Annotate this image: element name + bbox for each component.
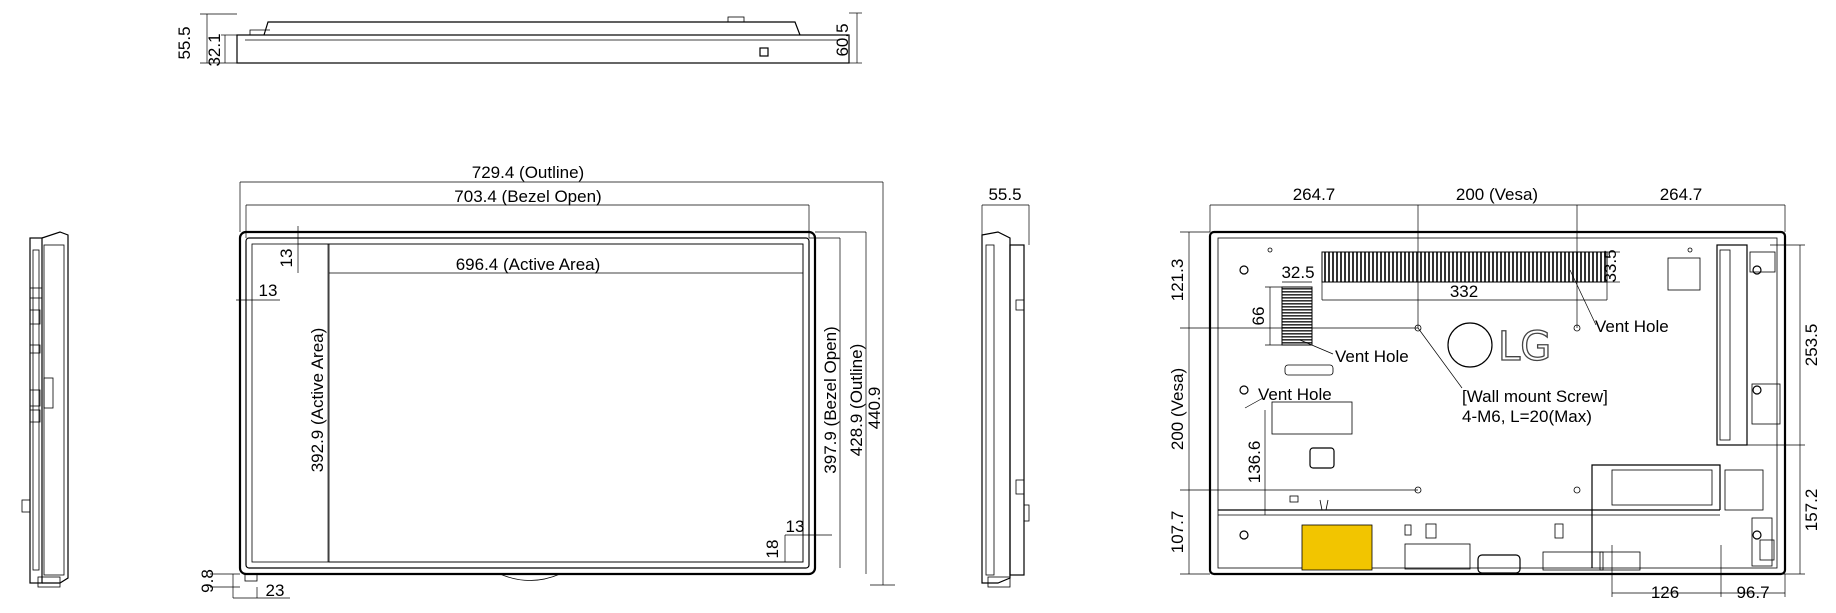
rear-bottom-offset-label: 107.7 [1168, 511, 1187, 554]
rear-right-lower-label: 157.2 [1802, 489, 1821, 532]
outline-width-label: 729.4 (Outline) [472, 163, 584, 182]
bottom-a-label: 126 [1651, 583, 1679, 602]
side-depth-label: 55.5 [988, 185, 1021, 204]
vent-left-width-label: 32.5 [1281, 263, 1314, 282]
total-height-label: 440.9 [865, 387, 884, 430]
lg-logo: LG [1498, 324, 1551, 370]
bezel-top-label: 13 [277, 249, 296, 268]
bottom-b-label: 96.7 [1736, 583, 1769, 602]
front-view: 729.4 (Outline) 703.4 (Bezel Open) 696.4… [198, 163, 895, 600]
wall-mount-title: [Wall mount Screw] [1462, 387, 1608, 406]
rear-view: LG [1168, 185, 1821, 602]
stand-height-label: 9.8 [198, 569, 217, 593]
bezel-right-label: 13 [786, 517, 805, 536]
outline-height-label: 428.9 (Outline) [847, 344, 866, 456]
rear-vesa-h-label: 200 (Vesa) [1456, 185, 1538, 204]
vent-lower-height-label: 136.6 [1245, 441, 1264, 484]
top-depth-total-label: 55.5 [175, 26, 194, 59]
vent-hole-label-left: Vent Hole [1335, 347, 1409, 366]
bezel-left-label: 13 [259, 281, 278, 300]
bezel-bottom-label: 18 [763, 540, 782, 559]
vent-hole-label-lower: Vent Hole [1258, 385, 1332, 404]
rear-right-upper-label: 253.5 [1802, 324, 1821, 367]
rear-left-offset-label: 264.7 [1293, 185, 1336, 204]
top-view: 55.5 32.1 60.5 [175, 12, 862, 67]
active-width-label: 696.4 (Active Area) [456, 255, 601, 274]
left-side-view [21, 231, 69, 588]
active-height-label: 392.9 (Active Area) [308, 328, 327, 473]
rear-vesa-v-label: 200 (Vesa) [1168, 368, 1187, 450]
rear-right-offset-label: 264.7 [1660, 185, 1703, 204]
right-side-view: 55.5 [981, 185, 1030, 588]
stand-offset-label: 23 [266, 581, 285, 600]
vent-hole-label-right: Vent Hole [1595, 317, 1669, 336]
top-depth-body-label: 32.1 [205, 33, 224, 66]
bezel-open-width-label: 703.4 (Bezel Open) [454, 187, 601, 206]
bezel-open-height-label: 397.9 (Bezel Open) [821, 326, 840, 473]
wall-mount-spec: 4-M6, L=20(Max) [1462, 407, 1592, 426]
top-depth-right-label: 60.5 [833, 23, 852, 56]
vent-left-height-label: 66 [1249, 307, 1268, 326]
vent-top-height-label: 33.5 [1601, 249, 1620, 282]
vent-top-width-label: 332 [1450, 282, 1478, 301]
rear-top-offset-label: 121.3 [1168, 259, 1187, 302]
